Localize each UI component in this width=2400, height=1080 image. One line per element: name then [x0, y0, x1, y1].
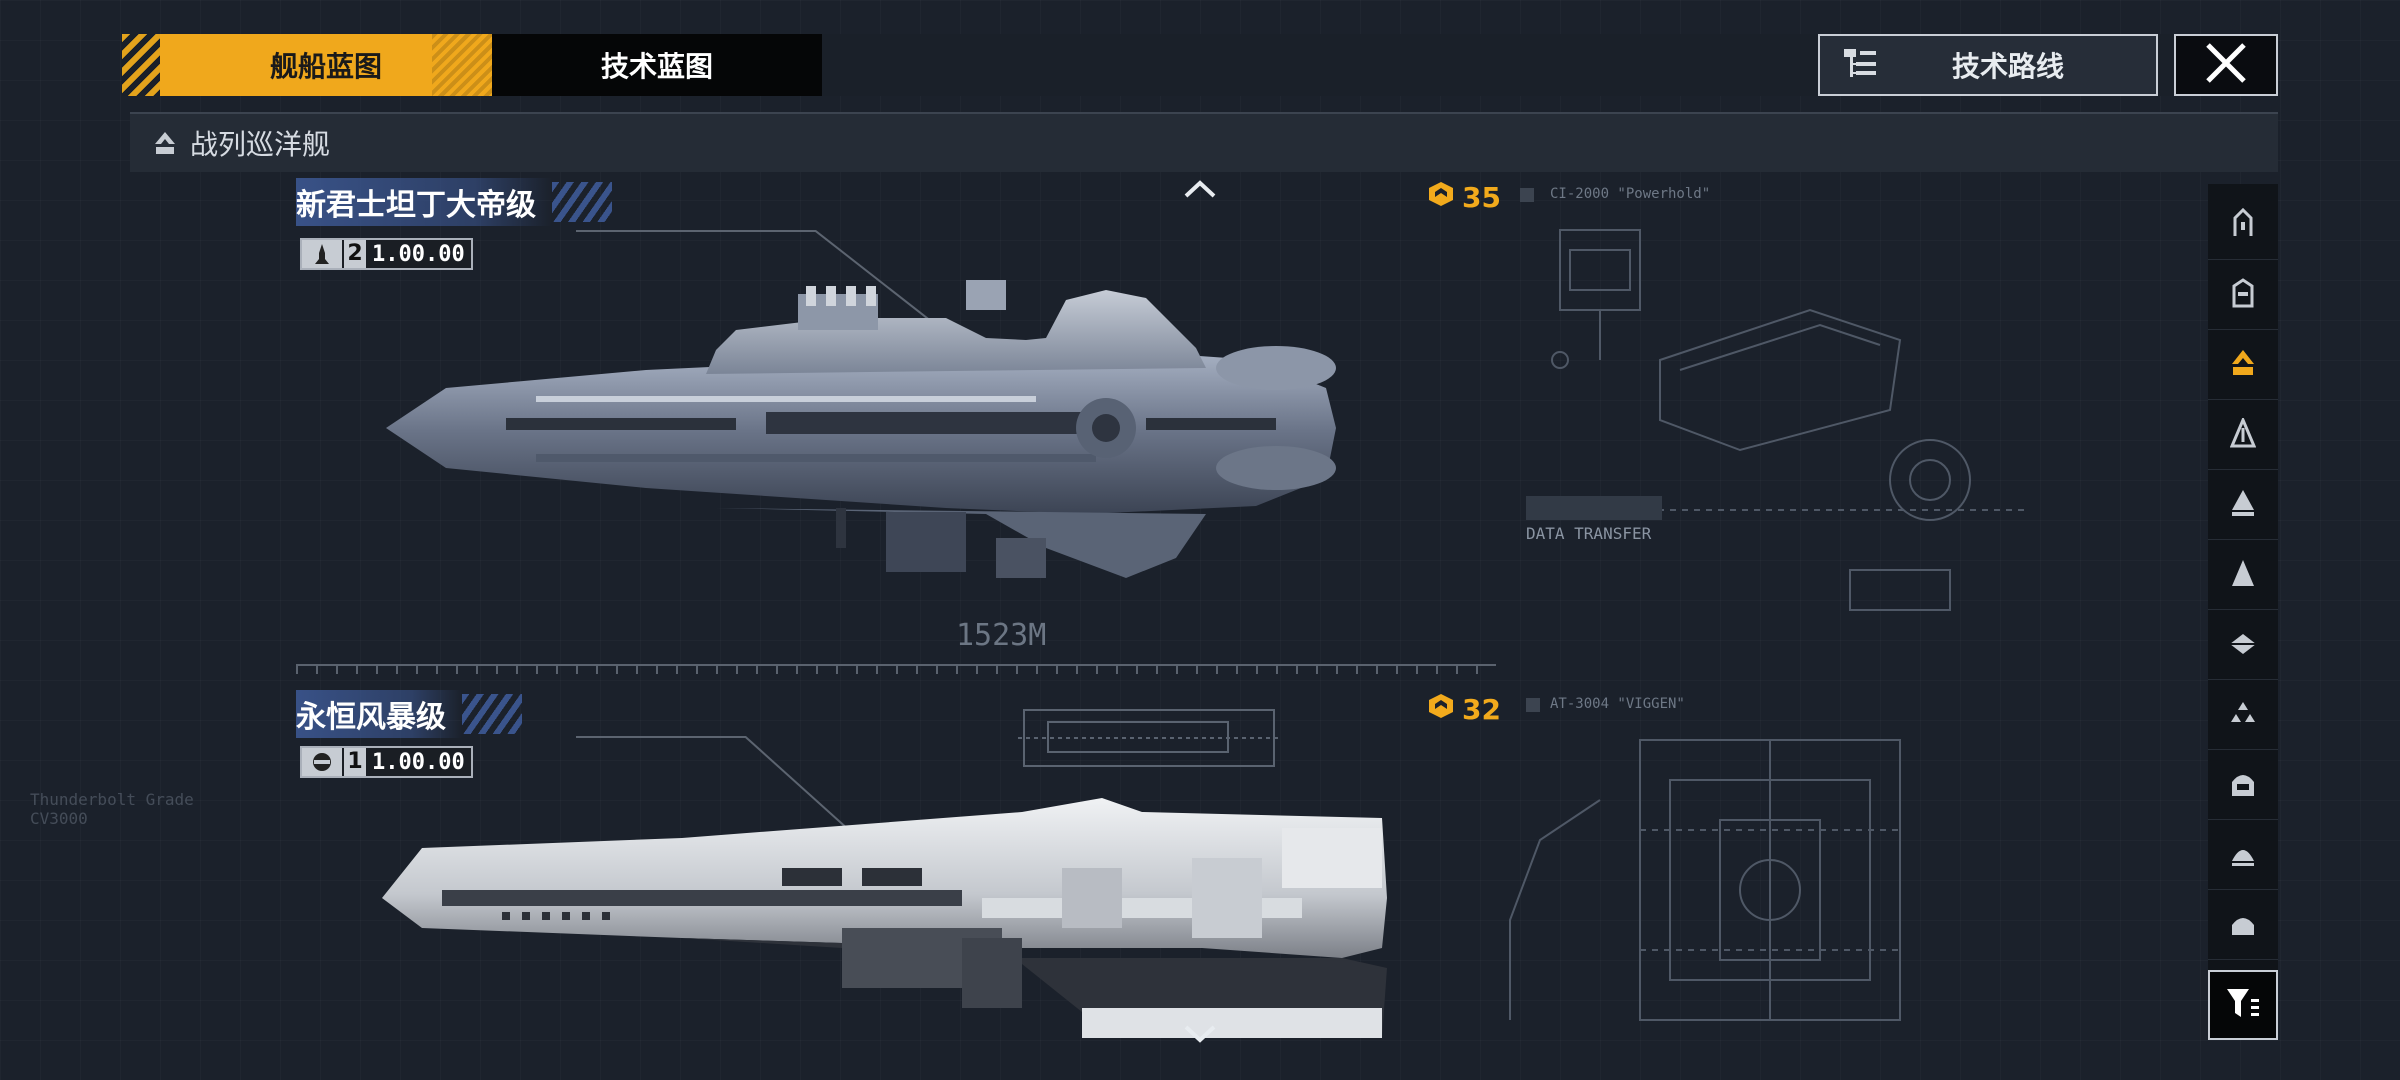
badge-value: 1.00.00 [372, 749, 465, 775]
ship-badge: 1 1.00.00 [300, 746, 473, 778]
sidebar-item-class-9[interactable] [2208, 750, 2278, 820]
schematic-tag: CI-2000 "Powerhold" [1550, 186, 1711, 202]
badge-count: 2 [344, 240, 366, 268]
ship-class-2-icon [2230, 277, 2256, 312]
blueprint-outline [1018, 709, 1282, 767]
ship-class-7-icon [2228, 630, 2258, 660]
ship-name: 永恒风暴级 [296, 690, 462, 738]
data-bar [1526, 496, 1662, 520]
category-label: 战列巡洋舰 [190, 128, 331, 161]
tech-route-button[interactable]: 技术路线 [1818, 34, 2158, 96]
sidebar-item-class-2[interactable] [2208, 260, 2278, 330]
ship-class-4-icon [2229, 415, 2257, 452]
ship-image [382, 798, 1392, 1072]
data-transfer-label: DATA TRANSFER [1526, 524, 1652, 543]
leader-line [576, 736, 746, 738]
close-icon [2204, 41, 2248, 89]
ship-class-8-icon [2228, 700, 2258, 730]
sidebar-item-class-1[interactable] [2208, 190, 2278, 260]
rocket-icon [302, 240, 342, 268]
schematic-marker [1520, 188, 1534, 202]
tech-tree-icon [1820, 36, 1900, 94]
sidebar-item-class-10[interactable] [2208, 820, 2278, 890]
sidebar-item-battlecruiser[interactable] [2208, 330, 2278, 400]
chevron-up-icon [1183, 178, 1217, 204]
ship-class-10-icon [2229, 839, 2257, 871]
ship-name: 新君士坦丁大帝级 [296, 178, 552, 226]
tech-route-label: 技术路线 [1951, 50, 2064, 83]
ship-class-9-icon [2229, 768, 2257, 802]
schematic-drawing [1509, 739, 1901, 1021]
tab-accent-stripe [122, 34, 160, 96]
ship-card[interactable]: 新君士坦丁大帝级 2 1.00.00 35 [296, 178, 1501, 678]
sidebar-item-class-7[interactable] [2208, 610, 2278, 680]
scroll-down-arrow[interactable] [1180, 1020, 1220, 1050]
ship-class-1-icon [2231, 207, 2255, 242]
sidebar-item-class-5[interactable] [2208, 470, 2278, 540]
command-point-icon [1426, 692, 1456, 727]
schematic-tag: AT-3004 "VIGGEN" [1550, 696, 1685, 712]
tab-ship-blueprint[interactable]: 舰船蓝图 [160, 34, 492, 96]
ship-cost: 35 [1426, 180, 1501, 215]
command-point-icon [1426, 180, 1456, 215]
ship-image [386, 278, 1406, 602]
close-button[interactable] [2174, 34, 2278, 96]
scroll-up-arrow[interactable] [1180, 176, 1220, 206]
cost-value: 35 [1462, 181, 1501, 214]
tab-tech-blueprint[interactable]: 技术蓝图 [492, 34, 822, 96]
schematic-drawing [1550, 229, 2030, 611]
name-stripe [552, 182, 612, 222]
badge-value: 1.00.00 [372, 241, 465, 267]
sidebar-item-class-8[interactable] [2208, 680, 2278, 750]
ship-cost: 32 [1426, 692, 1501, 727]
name-stripe [462, 694, 522, 734]
ship-badge: 2 1.00.00 [300, 238, 473, 270]
battlecruiser-category-icon [140, 130, 190, 156]
ship-card[interactable]: 永恒风暴级 1 1.00.00 32 [296, 690, 1501, 1072]
sidebar-item-class-6[interactable] [2208, 540, 2278, 610]
filter-button[interactable] [2208, 970, 2278, 1040]
ship-class-5-icon [2230, 488, 2256, 522]
cost-value: 32 [1462, 693, 1501, 726]
badge-count: 1 [344, 748, 366, 776]
sidebar-item-class-4[interactable] [2208, 400, 2278, 470]
battlecruiser-icon [2230, 348, 2256, 382]
schematic-panel: CI-2000 "Powerhold" DATA TRANSFER [1520, 180, 2030, 660]
schematic-marker [1526, 698, 1540, 712]
ship-length: 1523M [956, 618, 1047, 653]
carrier-icon [302, 748, 342, 776]
schematic-panel: AT-3004 "VIGGEN" [1500, 690, 2040, 1070]
leader-line [576, 230, 816, 232]
filter-icon [2225, 985, 2261, 1025]
ship-class-sidebar [2208, 184, 2278, 1040]
length-ruler [296, 664, 1496, 678]
ship-class-6-icon [2230, 558, 2256, 592]
chevron-down-icon [1183, 1022, 1217, 1048]
sidebar-item-class-11[interactable] [2208, 890, 2278, 960]
ship-class-11-icon [2229, 909, 2257, 941]
category-bar: 战列巡洋舰 [130, 112, 2278, 172]
